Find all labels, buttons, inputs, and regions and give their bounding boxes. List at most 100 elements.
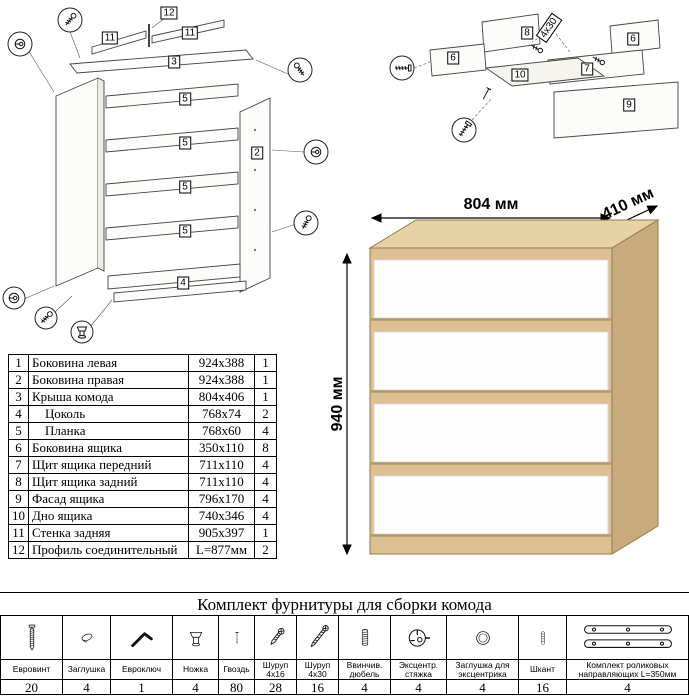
drawer-facade-panel (553, 81, 679, 139)
slat (105, 127, 239, 153)
drawer-front (373, 475, 609, 535)
hex-key-icon (111, 616, 172, 659)
part-qty: 4 (254, 507, 277, 525)
part-qty: 2 (254, 541, 277, 559)
chest-top-face (368, 219, 660, 249)
part-name: Щит ящика задний (28, 473, 189, 491)
back-panel-right (151, 19, 225, 44)
hardware-item-label: Заглушка (63, 659, 110, 679)
cam-lock-icon (391, 616, 446, 659)
drill-holes (253, 128, 257, 252)
part-num: 3 (8, 388, 29, 406)
part-size: 796x170 (188, 490, 255, 508)
part-name: Дно ящика (28, 507, 189, 525)
part-num: 2 (8, 371, 29, 389)
hardware-item-label: Заглушка для эксцентрика (447, 659, 518, 679)
drawer-panels (429, 13, 679, 139)
part-size: 768x74 (188, 405, 255, 423)
hardware-item-count: 1 (111, 679, 172, 695)
hardware-item-label: Шуруп 4x30 (297, 659, 338, 679)
part-name: Боковина правая (28, 371, 189, 389)
euro-screw-icon (1, 616, 62, 659)
slat (105, 83, 239, 109)
part-num: 8 (8, 473, 29, 491)
part-qty: 4 (254, 456, 277, 474)
hardware-kit-title: Комплект фурнитуры для сборки комода (0, 592, 689, 615)
part-qty: 8 (254, 439, 277, 457)
slat (105, 215, 239, 241)
hardware-item-count: 80 (219, 679, 254, 695)
drawer-slides-icon (567, 616, 688, 659)
part-qty: 1 (254, 388, 277, 406)
screw-4x30-icon (297, 616, 338, 659)
chest-drawers (373, 259, 609, 535)
foot-icon (173, 616, 218, 659)
part-size: 768x60 (188, 422, 255, 440)
part-num: 4 (8, 405, 29, 423)
cam-cap-icon (447, 616, 518, 659)
part-num: 7 (8, 456, 29, 474)
part-qty: 1 (254, 371, 277, 389)
part-size: 350x110 (188, 439, 255, 457)
height-dimension-label: 940 мм (329, 377, 346, 432)
part-num: 12 (8, 541, 29, 559)
depth-dimension-label: 410 мм (600, 188, 657, 223)
dowel-screw-icon (339, 616, 390, 659)
leader-lines (23, 17, 305, 328)
part-qty: 1 (254, 354, 277, 372)
part-qty: 4 (254, 473, 277, 491)
drawer-front (373, 259, 609, 319)
drawer-side-panel-right (609, 19, 661, 55)
drawer-back-panel (481, 13, 541, 53)
frame-panels (55, 19, 271, 303)
hardware-item-label: Евроключ (111, 659, 172, 679)
part-size: 924x388 (188, 371, 255, 389)
hardware-item-label: Эксцентр. стяжка (391, 659, 446, 679)
part-size: 924x388 (188, 354, 255, 372)
plinth-bar (107, 263, 241, 290)
part-size: 711x110 (188, 473, 255, 491)
hardware-item-count: 4 (339, 679, 390, 695)
part-size: L=877мм (188, 541, 255, 559)
part-size: 804x406 (188, 388, 255, 406)
part-name: Стенка задняя (28, 524, 189, 542)
part-qty: 2 (254, 405, 277, 423)
side-panel-left-edge (97, 77, 105, 272)
part-num: 6 (8, 439, 29, 457)
hardware-item-label: Ввинчив. дюбель (339, 659, 390, 679)
drawer-side-panel-left (429, 43, 487, 77)
cap-icon (63, 616, 110, 659)
part-name: Щит ящика передний (28, 456, 189, 474)
slat (105, 171, 239, 197)
part-num: 11 (8, 524, 29, 542)
part-num: 10 (8, 507, 29, 525)
part-size: 905x397 (188, 524, 255, 542)
hardware-item-count: 4 (447, 679, 518, 695)
part-size: 711x110 (188, 456, 255, 474)
part-name: Фасад ящика (28, 490, 189, 508)
part-qty: 4 (254, 422, 277, 440)
hardware-kit-section: Комплект фурнитуры для сборки комода Евр… (0, 592, 689, 695)
part-num: 1 (8, 354, 29, 372)
hardware-item-label: Ножка (173, 659, 218, 679)
part-name: Планка (28, 422, 189, 440)
side-panel-left (55, 77, 99, 287)
part-name: Боковина ящика (28, 439, 189, 457)
